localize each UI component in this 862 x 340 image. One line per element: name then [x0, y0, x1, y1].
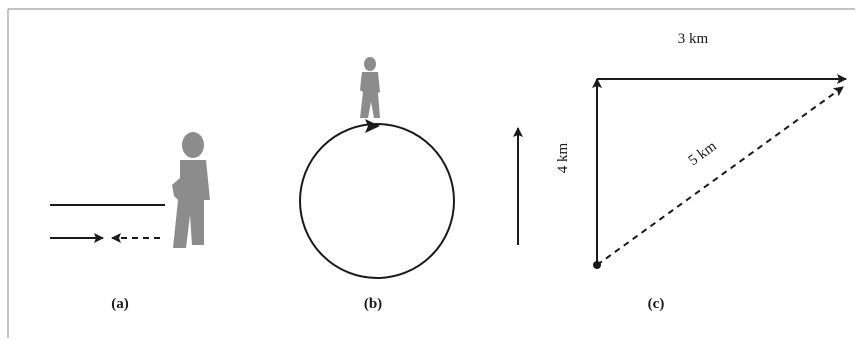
horizontal-distance-label: 3 km — [678, 31, 709, 47]
person-figure-icon — [172, 132, 210, 248]
resultant-displacement-arrow — [596, 86, 844, 266]
start-point-dot — [593, 261, 601, 269]
panel-b: (b) — [299, 57, 455, 312]
circular-path — [299, 123, 455, 279]
vertical-distance-label: 4 km — [555, 142, 571, 173]
person-figure-icon — [360, 57, 380, 118]
panel-b-label: (b) — [364, 296, 382, 312]
resultant-distance-label: 5 km — [686, 138, 720, 169]
panel-c-label: (c) — [648, 296, 665, 312]
panel-a-label: (a) — [111, 296, 129, 312]
circular-path-arrow-icon — [365, 119, 380, 133]
figure-frame — [7, 8, 855, 338]
panel-c: 3 km 4 km 5 km (c) — [513, 31, 847, 312]
panel-a: (a) — [50, 132, 210, 312]
